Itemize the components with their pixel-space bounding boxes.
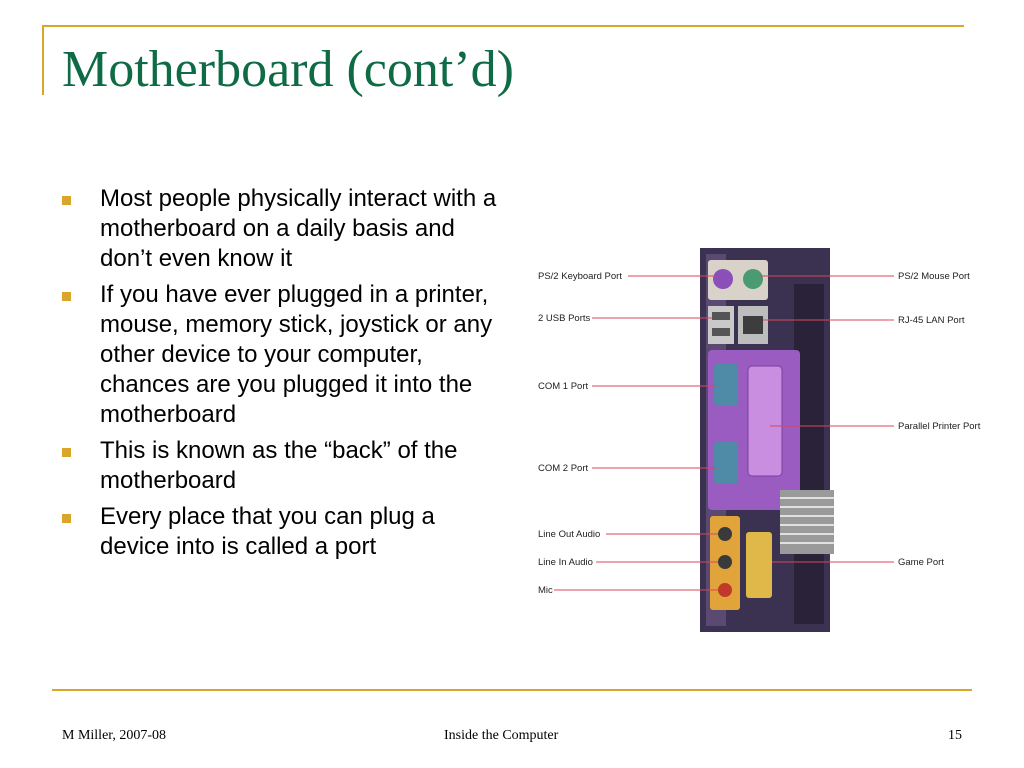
label-ps2-keyboard-port: PS/2 Keyboard Port xyxy=(538,271,622,282)
bullet-text: This is known as the “back” of the mothe… xyxy=(100,437,458,494)
com2-port xyxy=(714,442,738,484)
slide-title: Motherboard (cont’d) xyxy=(62,41,514,98)
line-out-jack xyxy=(718,527,732,541)
footer-rule xyxy=(52,689,972,691)
label-com1-port: COM 1 Port xyxy=(538,381,589,392)
game-port xyxy=(746,532,772,598)
bullet-square-icon xyxy=(62,292,71,301)
left-frame-rule xyxy=(42,25,44,95)
bullet-square-icon xyxy=(62,448,71,457)
bullet-item: This is known as the “back” of the mothe… xyxy=(62,436,502,496)
label-line-in-audio: Line In Audio xyxy=(538,557,593,568)
label-game-port: Game Port xyxy=(898,557,944,568)
usb-ports xyxy=(708,306,734,344)
label-usb-ports: 2 USB Ports xyxy=(538,313,591,324)
footer-author: M Miller, 2007-08 xyxy=(62,728,167,743)
bullet-text: Most people physically interact with a m… xyxy=(100,185,497,272)
label-line-out-audio: Line Out Audio xyxy=(538,529,600,540)
com1-port xyxy=(714,364,738,406)
label-com2-port: COM 2 Port xyxy=(538,463,589,474)
bullet-square-icon xyxy=(62,196,71,205)
label-parallel-printer-port: Parallel Printer Port xyxy=(898,421,981,432)
callout-lines xyxy=(554,275,894,591)
footer-course: Inside the Computer xyxy=(444,728,559,743)
heatsink xyxy=(780,490,834,554)
footer-page-number: 15 xyxy=(948,728,962,743)
parallel-port xyxy=(747,365,783,477)
bullet-text: Every place that you can plug a device i… xyxy=(100,503,435,560)
bullet-list: Most people physically interact with a m… xyxy=(62,184,502,568)
label-mic: Mic xyxy=(538,585,553,596)
label-rj45-lan-port: RJ-45 LAN Port xyxy=(898,315,965,326)
mic-jack xyxy=(718,583,732,597)
bullet-square-icon xyxy=(62,514,71,523)
motherboard-back-panel-figure: PS/2 Keyboard Port 2 USB Ports COM 1 Por… xyxy=(538,248,981,632)
ps2-mouse-port xyxy=(743,269,763,289)
ps2-keyboard-port xyxy=(713,269,733,289)
label-ps2-mouse-port: PS/2 Mouse Port xyxy=(898,271,970,282)
bullet-item: Most people physically interact with a m… xyxy=(62,184,502,274)
line-in-jack xyxy=(718,555,732,569)
bullet-item: Every place that you can plug a device i… xyxy=(62,502,502,562)
top-frame-rule xyxy=(42,25,964,27)
bullet-item: If you have ever plugged in a printer, m… xyxy=(62,280,502,430)
bullet-text: If you have ever plugged in a printer, m… xyxy=(100,281,493,428)
